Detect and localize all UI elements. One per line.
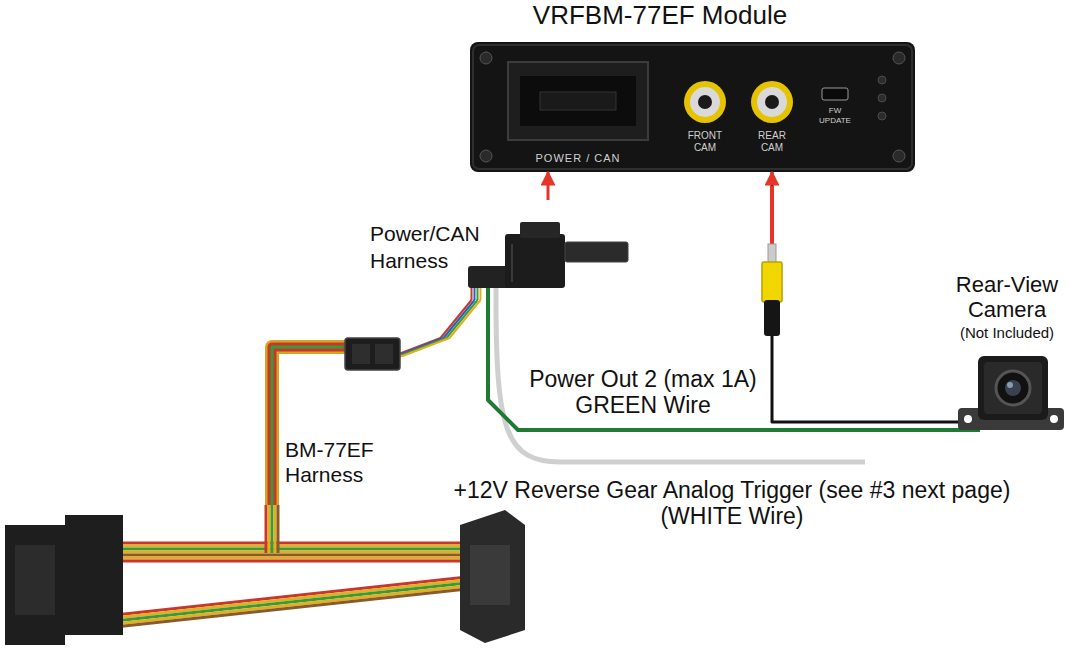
ribbon-wire bbox=[277, 505, 280, 553]
harness-ribbon bbox=[272, 300, 481, 505]
power-arrow bbox=[548, 172, 549, 200]
rca-plug bbox=[762, 186, 782, 336]
harness-label: Power/CAN Harness bbox=[370, 220, 500, 274]
harness-label: BM-77EF Harness bbox=[285, 437, 395, 487]
harness-socket-face bbox=[470, 545, 510, 605]
inline-connector-latch bbox=[352, 344, 370, 364]
rca-jack-ring bbox=[757, 87, 787, 117]
camera-note: (Not Included) bbox=[940, 324, 1074, 342]
wire-label: +12V Reverse Gear Analog Trigger (see #3… bbox=[432, 477, 1032, 529]
ribbon-wire bbox=[115, 542, 467, 545]
harness-plug-face bbox=[15, 545, 55, 615]
rca-jack bbox=[751, 81, 793, 123]
status-led bbox=[878, 112, 886, 120]
rca-body bbox=[762, 262, 782, 302]
camera-lens bbox=[996, 371, 1030, 405]
harness-node: BM-77EF Harness bbox=[5, 505, 525, 648]
ribbon-wire bbox=[115, 580, 467, 618]
plug-highlight bbox=[511, 244, 513, 282]
screw bbox=[893, 150, 905, 162]
port-label: REAR CAM bbox=[750, 130, 794, 154]
camera-label: Rear-View Camera bbox=[940, 272, 1074, 322]
power-socket-cavity bbox=[520, 76, 636, 126]
white-wire bbox=[496, 300, 865, 462]
screw bbox=[480, 52, 492, 64]
usb-port bbox=[822, 88, 848, 100]
harness-connector: Power/CAN Harness bbox=[370, 200, 630, 300]
plug-body bbox=[505, 234, 565, 288]
plug-tab bbox=[565, 242, 628, 262]
ribbon-middle bbox=[272, 347, 348, 505]
rca-pin bbox=[768, 244, 776, 264]
module-case bbox=[470, 42, 915, 172]
connector-line bbox=[772, 172, 940, 422]
plug-cap bbox=[520, 222, 560, 238]
port-label: FW UPDATE bbox=[816, 106, 854, 126]
ribbon-wire bbox=[115, 586, 467, 624]
connector-line bbox=[547, 172, 550, 200]
ribbon-wire bbox=[115, 560, 467, 563]
ribbon-wire bbox=[115, 583, 467, 621]
port-label: FRONT CAM bbox=[683, 130, 727, 154]
camera-face bbox=[984, 362, 1042, 414]
rca-jack-hole bbox=[698, 95, 712, 109]
connector-line bbox=[488, 300, 940, 430]
status-led bbox=[878, 76, 886, 84]
ribbon-wire bbox=[115, 548, 467, 551]
camera-body bbox=[978, 356, 1048, 420]
module-box: VRFBM-77EF ModulePOWER / CANFRONT CAMREA… bbox=[470, 42, 915, 172]
screw bbox=[480, 150, 492, 162]
port-label: POWER / CAN bbox=[508, 152, 648, 165]
inline-connector-latch bbox=[375, 344, 393, 364]
rca-boot bbox=[764, 300, 780, 336]
bracket-hole bbox=[1050, 415, 1058, 423]
bracket-hole bbox=[964, 415, 972, 423]
ribbon-wire bbox=[271, 505, 274, 553]
rca-jack-hole bbox=[765, 95, 779, 109]
ribbon-wire bbox=[265, 505, 268, 553]
plug-sleeve bbox=[468, 266, 510, 288]
ribbon-wire bbox=[268, 505, 271, 553]
harness-socket bbox=[460, 510, 525, 643]
socket-pins bbox=[540, 92, 616, 110]
red-arrow-shaft bbox=[770, 186, 774, 244]
power-out-wire bbox=[488, 300, 940, 430]
inline-connector bbox=[345, 338, 400, 370]
power-socket bbox=[508, 62, 648, 140]
screw bbox=[893, 52, 905, 64]
ribbon-inner bbox=[272, 347, 348, 505]
camera-lens-glass bbox=[1005, 380, 1021, 396]
camera-cable bbox=[772, 172, 940, 422]
rca-jack bbox=[684, 81, 726, 123]
ribbon-wire bbox=[115, 589, 467, 627]
module-title: VRFBM-77EF Module bbox=[470, 0, 850, 30]
ribbon-wire bbox=[115, 551, 467, 554]
harness-plug bbox=[5, 515, 123, 645]
ribbon-wire bbox=[115, 545, 467, 548]
lens-glint bbox=[1007, 382, 1013, 388]
harness-illustration bbox=[5, 505, 525, 648]
ribbon-wire bbox=[274, 505, 277, 553]
camera-node: Rear-View Camera (Not Included) bbox=[940, 268, 1074, 445]
inline-connector-body bbox=[345, 338, 400, 370]
wire-label: Power Out 2 (max 1A) GREEN Wire bbox=[512, 366, 774, 418]
ribbon-wire bbox=[115, 557, 467, 560]
module-bevel bbox=[473, 45, 912, 169]
ribbon-wire bbox=[115, 554, 467, 557]
rca-jack-ring bbox=[690, 87, 720, 117]
ribbon-outer bbox=[272, 347, 348, 505]
status-led bbox=[878, 94, 886, 102]
